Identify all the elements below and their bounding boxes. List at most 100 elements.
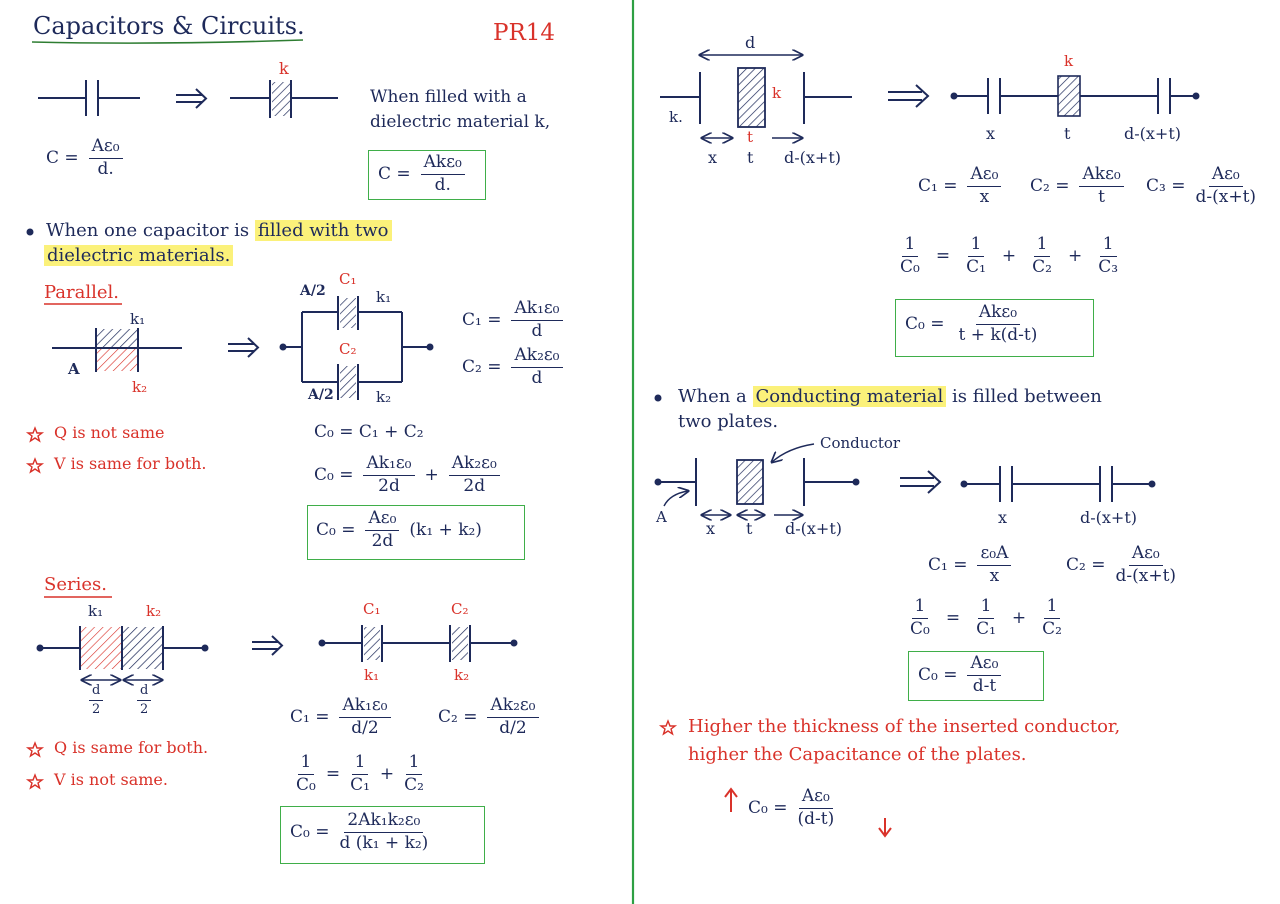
two-dielectrics-line1: When one capacitor is filled with two [46, 220, 392, 241]
series-k1: k₁ [88, 602, 104, 620]
conductor-note-line1: Higher the thickness of the inserted con… [688, 716, 1121, 737]
conductor-capacitor [654, 443, 860, 515]
dielectric-capacitance-box [368, 150, 486, 200]
slab-k-label: k [772, 84, 782, 102]
conductor-bullet-line1: When a Conducting material is filled bet… [678, 386, 1102, 407]
conductor-circuit-rest: d-(x+t) [1080, 508, 1137, 527]
star-icons [25, 426, 678, 790]
parallel-k2-circuit: k₂ [376, 388, 392, 406]
implies-arrow-4 [888, 84, 930, 108]
title-underline [31, 39, 304, 44]
slab-t-label: t [747, 128, 754, 146]
dielectric-k-label: k [279, 59, 289, 78]
series-circuit [318, 625, 518, 662]
basic-capacitor-symbol [38, 80, 140, 116]
page-title: Capacitors & Circuits. [33, 12, 305, 40]
conductor-trend-eq: C₀ = Aε₀(d-t) [748, 786, 835, 829]
series-note-q: Q is same for both. [54, 738, 209, 757]
series-k2-circuit: k₂ [454, 666, 470, 684]
slab-circuit-x: x [986, 124, 996, 143]
slab-d-label: d [745, 33, 756, 52]
conductor-rest: d-(x+t) [785, 519, 842, 538]
implies-arrow-1 [176, 88, 208, 109]
conductor-x: x [706, 519, 716, 538]
conductor-final-box [908, 651, 1044, 701]
filled-note-line1: When filled with a [370, 87, 527, 107]
slab-circuit-k: k [1064, 52, 1074, 70]
page-code: PR14 [493, 20, 556, 46]
filled-note-line2: dielectric material k, [370, 112, 551, 132]
series-note-v: V is not same. [54, 770, 168, 789]
parallel-k2: k₂ [132, 378, 148, 396]
series-c2-label: C₂ [451, 600, 469, 618]
parallel-area: A [68, 360, 80, 378]
conductor-bullet-line2: two plates. [678, 411, 779, 432]
series-k1-circuit: k₁ [364, 666, 380, 684]
parallel-circuit [279, 296, 434, 400]
conductor-label: Conductor [820, 434, 901, 452]
conductor-t: t [746, 519, 753, 538]
slab-circuit-rest: d-(x+t) [1124, 124, 1181, 143]
dielectric-capacitor-symbol [230, 80, 338, 118]
conductor-circuit-x: x [998, 508, 1008, 527]
implies-arrow-5 [900, 470, 942, 494]
parallel-note-v: V is same for both. [54, 454, 207, 473]
star-icon [25, 426, 45, 443]
parallel-k1-circuit: k₁ [376, 288, 392, 306]
parallel-c1-label: C₁ [339, 270, 357, 288]
slab-circuit-t: t [1064, 124, 1071, 143]
parallel-heading: Parallel. [44, 282, 120, 303]
parallel-input-slab [52, 328, 182, 372]
two-dielectrics-line2: dielectric materials. [44, 245, 234, 266]
star-icon [25, 457, 45, 474]
star-icon [25, 773, 45, 790]
conductor-series-circuit [960, 466, 1156, 502]
series-input-slab [36, 626, 209, 680]
slab-rest-label: d-(x+t) [784, 148, 841, 167]
series-final-box [280, 806, 485, 864]
series-k2: k₂ [146, 602, 162, 620]
slab-final-box [895, 299, 1094, 357]
star-icon [25, 741, 45, 758]
slab-x-label: x [708, 148, 718, 167]
implies-arrow-2 [228, 337, 260, 358]
bullet-dot [26, 228, 34, 236]
parallel-half-area-top: A/2 [300, 283, 326, 299]
parallel-half-area-bottom: A/2 [308, 387, 334, 403]
parallel-note-q: Q is not same [54, 423, 165, 442]
bullet-dot [654, 394, 662, 402]
star-icon [658, 719, 678, 736]
parallel-sum-eq: C₀ = C₁ + C₂ [314, 422, 424, 442]
series-c1-label: C₁ [363, 600, 381, 618]
slab-t-label-2: t [747, 148, 754, 167]
slab-k-left: k. [669, 108, 683, 126]
conductor-note-line2: higher the Capacitance of the plates. [688, 744, 1027, 765]
parallel-final-box [307, 505, 525, 560]
slab-series-circuit [950, 75, 1200, 117]
series-heading: Series. [44, 574, 107, 595]
implies-arrow-3 [252, 635, 284, 656]
parallel-c2-label: C₂ [339, 340, 357, 358]
parallel-k1: k₁ [130, 310, 146, 328]
slab-capacitor [660, 55, 852, 138]
